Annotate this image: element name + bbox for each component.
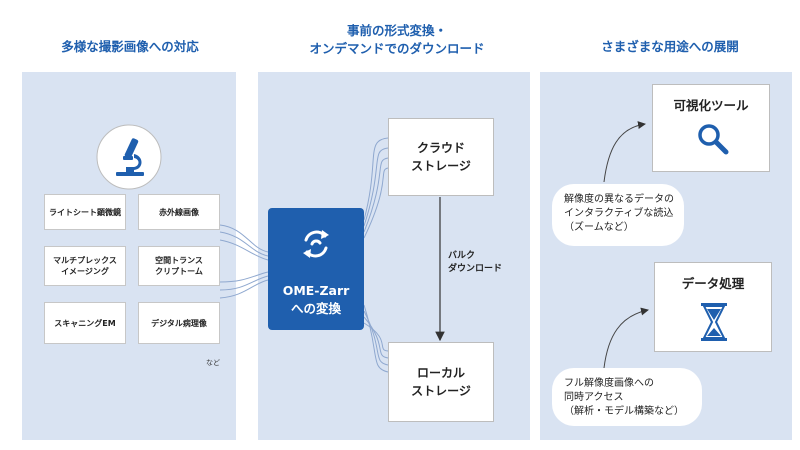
modality-infrared: 赤外線画像 <box>138 194 220 230</box>
cloud-storage: クラウド ストレージ <box>388 118 494 196</box>
etc-label: など <box>206 359 220 367</box>
column-title-conversion: 事前の形式変換・ オンデマンドでのダウンロード <box>309 23 485 56</box>
sync-arrows-icon <box>298 226 334 262</box>
bulk-download-label: バルク ダウンロード <box>448 251 503 274</box>
hourglass-icon <box>697 301 731 343</box>
modality-light-sheet: ライトシート顕微鏡 <box>44 194 126 230</box>
modality-multiplex: マルチプレックスイメージング <box>44 246 126 286</box>
local-storage: ローカル ストレージ <box>388 342 494 422</box>
data-processing-desc-bubble: フル解像度画像への 同時アクセス （解析・モデル構築など） <box>552 368 702 426</box>
modality-spatial-transcriptome: 空間トランスクリプトーム <box>138 246 220 286</box>
visualization-tool-card: 可視化ツール <box>652 84 770 172</box>
converter-label-line1: OME-Zarr <box>282 283 350 298</box>
data-processing-card: データ処理 <box>654 262 772 352</box>
column-title-imaging: 多様な撮影画像への対応 <box>61 39 199 54</box>
visualization-desc-bubble: 解像度の異なるデータの インタラクティブな読込 （ズームなど） <box>552 184 684 246</box>
visualization-tool-title: 可視化ツール <box>673 98 749 113</box>
microscope-icon <box>96 124 162 190</box>
column-title-uses: さまざまな用途への展開 <box>601 39 739 54</box>
data-processing-title: データ処理 <box>681 276 745 291</box>
converter-label-line2: への変換 <box>290 301 341 316</box>
modality-digital-pathology: デジタル病理像 <box>138 302 220 344</box>
modality-scanning-em: スキャニングEM <box>44 302 126 344</box>
ome-zarr-converter: OME-Zarr への変換 <box>268 208 364 330</box>
magnifier-icon <box>695 121 731 157</box>
